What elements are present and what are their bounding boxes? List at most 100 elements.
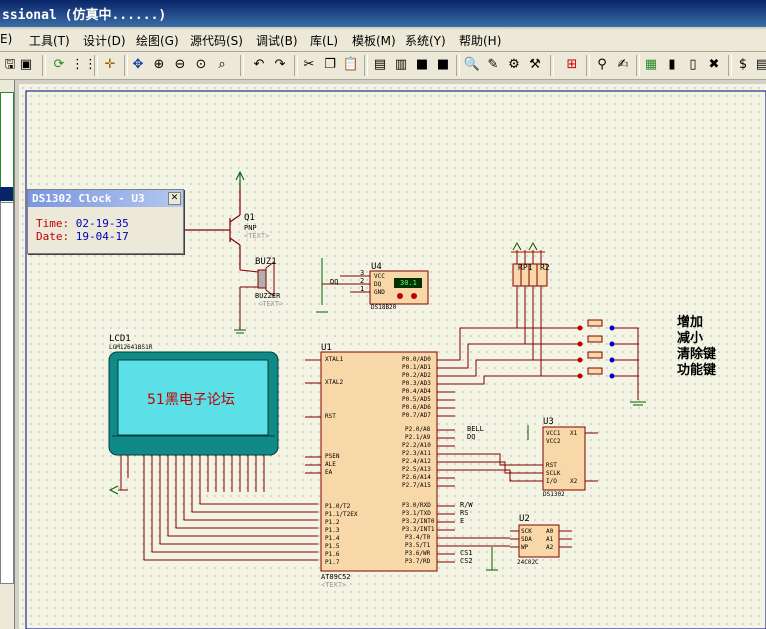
temperature-reading: 30.1 [400, 279, 417, 287]
menu-source[interactable]: 源代码(S) [190, 34, 243, 48]
pan-icon[interactable]: ✥ [132, 57, 144, 72]
block-rotate-icon[interactable]: ■ [415, 57, 429, 72]
toolbar-separator [550, 55, 554, 76]
pick-device-icon[interactable]: 🔍 [463, 57, 481, 72]
u1-pin-label: P0.0/AD0 [402, 356, 431, 363]
undo-icon[interactable]: ↶ [253, 57, 265, 72]
origin-icon[interactable]: ✛ [104, 57, 116, 72]
date-value: 19-04-17 [75, 230, 129, 243]
lcd-module [108, 351, 279, 456]
u3-pin: RST [546, 462, 557, 469]
net-rs: RS [460, 509, 469, 517]
selector-tab[interactable] [0, 187, 13, 201]
menu-help[interactable]: 帮助(H) [459, 34, 502, 48]
packaging-icon[interactable]: ⚙ [508, 57, 520, 72]
zoom-all-icon[interactable]: ⊙ [195, 57, 207, 72]
property-assign-icon[interactable]: ✍ [617, 57, 629, 72]
design-explorer-icon[interactable]: ▮ [668, 57, 676, 72]
menu-graph[interactable]: 绘图(G) [136, 34, 179, 48]
button-label-function: 功能键 [677, 363, 717, 378]
menu-edit[interactable]: E) [0, 32, 13, 46]
wire-autoroute-icon[interactable]: ⊞ [566, 57, 578, 72]
menu-tools[interactable]: 工具(T) [29, 34, 70, 48]
u1-pin-label: P0.7/AD7 [402, 412, 431, 419]
toolbar-separator [456, 55, 460, 76]
left-panel[interactable] [0, 80, 15, 629]
button-label-clear: 清除键 [677, 347, 717, 362]
menu-template[interactable]: 模板(M) [352, 34, 396, 48]
u2-part: 24C02C [517, 559, 539, 566]
u1-pin-label: P0.3/AD3 [402, 380, 431, 387]
remove-sheet-icon[interactable]: ✖ [708, 57, 720, 72]
u1-pin-label: P2.3/A11 [402, 450, 431, 457]
u4-part: DS18B20 [371, 304, 397, 311]
u3-pin: VCC1 [546, 430, 561, 437]
u4-ref: U4 [371, 262, 382, 272]
net-cs1: CS1 [460, 549, 473, 557]
device-list[interactable] [0, 202, 14, 584]
u1-part: AT89C52 [321, 573, 351, 581]
clock-window[interactable]: DS1302 Clock - U3 ✕ Time: 02-19-35 Date:… [27, 189, 184, 254]
u2-pin: SDA [521, 536, 532, 543]
ares-icon[interactable]: ▤ [755, 57, 766, 72]
menu-debug[interactable]: 调试(B) [256, 34, 298, 48]
u4-pin-num-1: 1 [360, 285, 365, 293]
menu-system[interactable]: 系统(Y) [405, 34, 446, 48]
u1-pin-label: P1.3 [325, 527, 340, 534]
block-move-icon[interactable]: ▥ [394, 57, 408, 72]
cut-icon[interactable]: ✂ [303, 57, 315, 72]
refresh-icon[interactable]: ⟳ [53, 57, 65, 72]
u1-pin-label: P3.4/T0 [405, 534, 431, 541]
u2-pin: SCK [521, 528, 532, 535]
lcd-ref: LCD1 [109, 334, 131, 344]
time-value: 02-19-35 [75, 217, 129, 230]
grid-icon[interactable]: ⋮⋮ [71, 57, 97, 72]
zoom-area-icon[interactable]: ⌕ [218, 57, 226, 72]
u1-pin-label: P2.4/A12 [402, 458, 431, 465]
redo-icon[interactable]: ↷ [274, 57, 286, 72]
pullup-arrows [511, 241, 545, 253]
u1-pin-label: P3.1/TXD [402, 510, 431, 517]
block-copy-icon[interactable]: ▤ [373, 57, 387, 72]
time-row: Time: 02-19-35 [28, 217, 183, 230]
menu-library[interactable]: 库(L) [310, 34, 339, 48]
q1-transistor [183, 180, 241, 270]
u1-pin-label: P2.1/A9 [405, 434, 431, 441]
toolbar-separator [364, 55, 368, 76]
u1-pin-label: P3.0/RXD [402, 502, 431, 509]
netlist-icon[interactable]: ▦ [644, 57, 658, 72]
toolbar-separator [124, 55, 128, 76]
button-contacts [577, 325, 615, 379]
zoom-out-icon[interactable]: ⊖ [174, 57, 186, 72]
u1-pin-label: P0.2/AD2 [402, 372, 431, 379]
zoom-in-icon[interactable]: ⊕ [153, 57, 165, 72]
lcd-part: LGM12641BS1R [109, 344, 153, 351]
toolbar-separator [586, 55, 590, 76]
search-tag-icon[interactable]: ⚲ [597, 57, 607, 72]
u2-eeprom [486, 524, 572, 571]
decompose-icon[interactable]: ⚒ [529, 57, 541, 72]
paste-icon[interactable]: 📋 [342, 57, 360, 72]
q1-type: PNP [244, 224, 257, 232]
u1-pin-label: P2.6/A14 [402, 474, 431, 481]
make-device-icon[interactable]: ✎ [487, 57, 499, 72]
rp1-ref: RP1 [518, 263, 533, 272]
push-buttons [587, 319, 603, 375]
new-sheet-icon[interactable]: ▯ [689, 57, 697, 72]
u3-pin: X2 [570, 478, 578, 485]
print-icon[interactable]: ▣ [19, 57, 33, 72]
rp1-label: R2 [540, 263, 550, 272]
copy-icon[interactable]: ❐ [324, 57, 336, 72]
bill-of-materials-icon[interactable]: $ [738, 57, 748, 72]
u4-pin-vcc: VCC [374, 273, 385, 280]
u1-pin-label: P0.5/AD5 [402, 396, 431, 403]
time-label: Time: [36, 217, 70, 230]
save-icon[interactable]: 🖫 [4, 57, 16, 72]
menu-design[interactable]: 设计(D) [83, 34, 126, 48]
block-delete-icon[interactable]: ■ [436, 57, 450, 72]
u1-pin-label: P3.2/INT0 [402, 518, 435, 525]
close-icon[interactable]: ✕ [168, 192, 181, 205]
u2-pin: A1 [546, 536, 554, 543]
u1-pin-label: P3.6/WR [405, 550, 431, 557]
u1-pin-label: P0.4/AD4 [402, 388, 431, 395]
